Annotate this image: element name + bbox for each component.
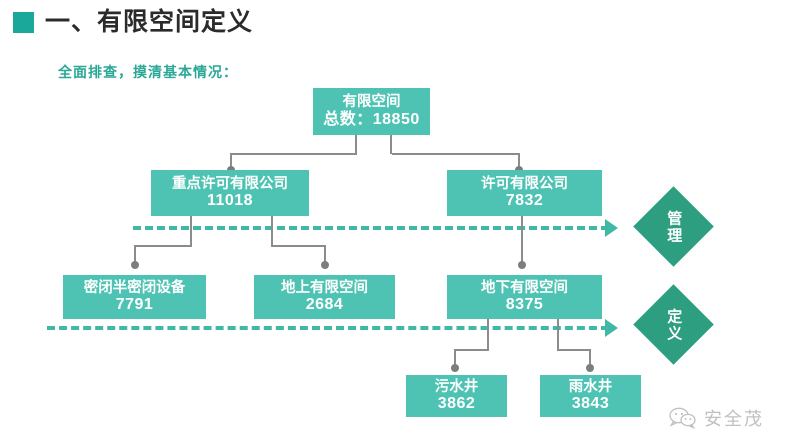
connector-dot-above	[321, 261, 329, 269]
node-below-label: 地下有限空间	[481, 279, 568, 296]
connector-total-to-key-permit-v	[230, 153, 232, 170]
connector-below-stem-right	[557, 318, 559, 350]
node-key-permit[interactable]: 重点许可有限公司 11018	[151, 170, 309, 216]
connector-key-permit-stem-left	[190, 215, 192, 246]
node-permit[interactable]: 许可有限公司 7832	[447, 170, 602, 216]
node-total[interactable]: 有限空间 总数：18850	[313, 88, 430, 135]
connector-key-permit-stem-right	[271, 215, 273, 246]
flow-line-manage	[133, 226, 609, 230]
slide-header: 一、有限空间定义	[0, 0, 796, 46]
node-key-permit-label: 重点许可有限公司	[172, 175, 288, 192]
connector-total-stem	[355, 135, 357, 154]
band-diamond-manage[interactable]: 管理	[633, 186, 714, 267]
node-storm[interactable]: 雨水井 3843	[540, 375, 641, 417]
node-sealed-label: 密闭半密闭设备	[83, 279, 186, 296]
wechat-icon	[669, 407, 696, 429]
connector-below-to-storm-h	[557, 349, 591, 351]
node-sewage-value: 3862	[437, 395, 476, 413]
connector-key-permit-to-above-v	[324, 245, 326, 265]
connector-dot-sewage	[451, 364, 459, 372]
node-above-value: 2684	[305, 296, 344, 314]
band-diamond-manage-label: 管理	[665, 209, 683, 244]
connector-permit-to-below-v	[521, 215, 523, 265]
connector-total-to-permit-h	[392, 153, 520, 155]
node-permit-label: 许可有限公司	[481, 175, 568, 192]
connector-dot-below	[518, 261, 526, 269]
connector-total-stem-right	[390, 135, 392, 154]
connector-key-permit-to-sealed-v	[134, 245, 136, 265]
node-key-permit-value: 11018	[206, 192, 254, 210]
node-below-value: 8375	[505, 296, 544, 314]
connector-dot-sealed	[131, 261, 139, 269]
connector-dot-storm	[586, 364, 594, 372]
watermark-text: 安全茂	[704, 409, 764, 429]
node-sealed-value: 7791	[115, 296, 154, 314]
connector-below-to-sewage-v	[454, 349, 456, 368]
watermark: 安全茂	[668, 402, 788, 434]
connector-below-to-storm-v	[589, 349, 591, 368]
node-sewage-label: 污水井	[434, 378, 479, 395]
header-marker-square	[13, 12, 34, 33]
flow-line-define	[47, 326, 609, 330]
connector-key-permit-to-above-h	[271, 245, 326, 247]
band-diamond-define[interactable]: 定义	[633, 284, 714, 365]
connector-below-stem-left	[487, 318, 489, 350]
subtitle-text: 全面排查，摸清基本情况：	[58, 64, 238, 80]
node-sewage[interactable]: 污水井 3862	[406, 375, 507, 417]
page-title: 一、有限空间定义	[45, 8, 254, 36]
node-permit-value: 7832	[505, 192, 544, 210]
connector-key-permit-to-sealed-h	[134, 245, 192, 247]
node-storm-label: 雨水井	[568, 378, 613, 395]
connector-below-to-sewage-h	[454, 349, 489, 351]
node-above-label: 地上有限空间	[281, 279, 368, 296]
flow-arrow-define	[605, 319, 618, 337]
node-total-label: 有限空间	[342, 94, 401, 111]
node-below[interactable]: 地下有限空间 8375	[447, 275, 602, 319]
connector-total-to-key-permit-h	[230, 153, 357, 155]
connector-total-to-permit-v	[518, 153, 520, 170]
node-total-value: 总数：18850	[323, 110, 420, 128]
node-sealed[interactable]: 密闭半密闭设备 7791	[63, 275, 206, 319]
node-above[interactable]: 地上有限空间 2684	[254, 275, 395, 319]
flow-arrow-manage	[605, 219, 618, 237]
node-storm-value: 3843	[571, 395, 610, 413]
band-diamond-define-label: 定义	[665, 307, 683, 342]
